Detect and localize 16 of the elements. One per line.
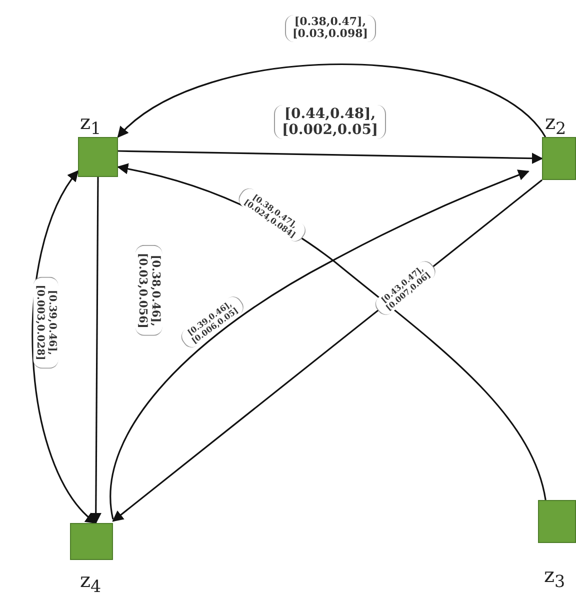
node-label: z$_{2}$ — [545, 112, 566, 138]
edge-label: [0.38,0.46], [0.03,0.056] — [134, 244, 162, 336]
node-square — [78, 137, 118, 177]
arrow — [118, 150, 544, 164]
node-square — [70, 523, 113, 560]
arrow — [32, 170, 97, 524]
node-square — [538, 500, 576, 543]
node-label: z$_{4}$ — [80, 570, 102, 596]
arrow — [90, 177, 102, 524]
arrow — [117, 64, 546, 138]
node-label: z$_{1}$ — [80, 112, 102, 138]
edge-label: [0.44,0.48], [0.002,0.05] — [274, 105, 386, 140]
edge-label: [0.38,0.47], [0.03,0.098] — [284, 14, 376, 42]
edge-label: [0.39,0.46], [0.003,0.028] — [33, 276, 58, 368]
node-square — [542, 137, 576, 180]
node-label: z$_{3}$ — [544, 565, 566, 591]
